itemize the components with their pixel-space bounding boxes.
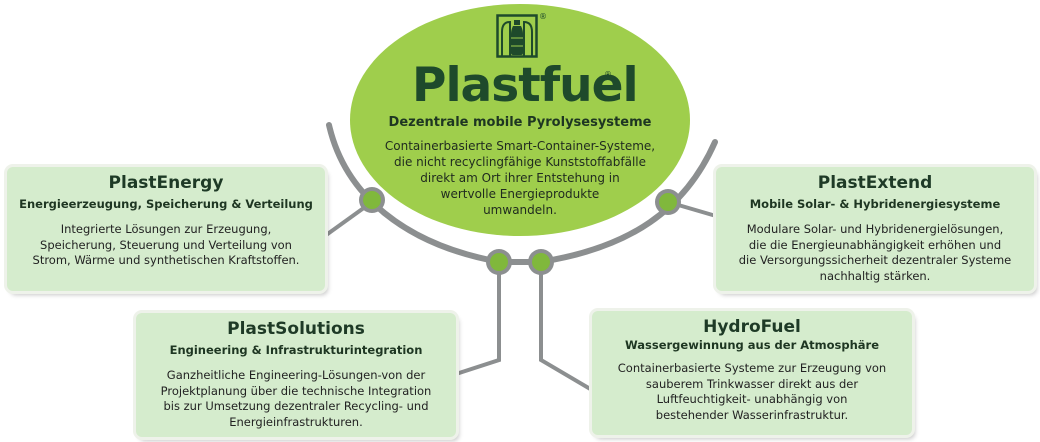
brand-name: Plastfuel [412,58,639,113]
brand-description-line: wertvolle Energieprodukte [440,187,600,201]
module-description: Ganzheitliche Engineering-Lösungen-von d… [142,368,450,430]
module-card-plastsolutions: PlastSolutions Engineering & Infrastrukt… [136,313,456,437]
module-title: PlastExtend [817,173,933,193]
module-description-line: die die Energieunabhängigkeit erhöhen un… [748,237,1002,252]
connector-node-energy [359,187,385,213]
connector-node-solutions [486,249,512,275]
brand-description-line: direkt am Ort ihrer Entstehung in [420,171,620,185]
module-description-line: Containerbasierte Systeme zur Erzeugung … [617,361,887,375]
module-description-line: Strom, Wärme und synthetischen Kraftstof… [32,253,300,267]
module-description-line: nachhaltig stärken. [819,268,931,283]
module-description-line: Integrierte Lösungen zur Erzeugung, [60,222,272,236]
connector-node-extend [655,189,681,215]
connector-line-solutions [455,266,501,376]
module-title: PlastEnergy [108,173,224,193]
brand-description-line: Containerbasierte Smart-Container-System… [384,139,656,153]
module-description-line: Modulare Solar- und Hybridenergielösunge… [746,222,1004,236]
connector-line-hydro [539,266,594,392]
brand-description: Containerbasierte Smart-Container-System… [355,138,685,218]
module-description-line: bis zur Umsetzung dezentraler Recycling-… [163,399,429,413]
module-card-plastextend: PlastExtend Mobile Solar- & Hybridenergi… [716,167,1034,291]
module-subtitle: Energieerzeugung, Speicherung & Verteilu… [19,197,313,211]
module-description-line: Speicherung, Steuerung und Verteilung vo… [40,237,292,252]
module-description-line: Projektplanung über die technische Integ… [160,383,432,398]
center-ellipse [350,4,690,236]
module-description: Integrierte Lösungen zur Erzeugung, Spei… [13,222,319,269]
module-title: HydroFuel [703,317,801,337]
registered-mark-logo: ® [539,12,547,21]
module-description: Modulare Solar- und Hybridenergielösunge… [722,222,1028,284]
module-subtitle: Wassergewinnung aus der Atmosphäre [624,338,880,352]
module-subtitle: Mobile Solar- & Hybridenergiesysteme [749,197,1001,211]
module-description-line: sauberem Trinkwasser direkt aus der [645,376,859,391]
registered-mark-brand: ® [604,70,612,79]
bottle-icon [496,14,538,58]
module-card-hydrofuel: HydroFuel Wassergewinnung aus der Atmosp… [592,311,912,435]
module-title: PlastSolutions [227,319,365,339]
brand-description-line: umwandeln. [483,203,557,217]
module-description-line: die Versorgungssicherheit dezentraler Sy… [738,253,1012,267]
module-description-line: Ganzheitliche Engineering-Lösungen-von d… [166,368,426,382]
brand-description-line: die nicht recyclingfähige Kunststoffabfä… [394,155,646,169]
connector-node-hydro [528,249,554,275]
brand-subtitle: Dezentrale mobile Pyrolysesysteme [388,115,652,130]
module-subtitle: Engineering & Infrastrukturintegration [169,343,423,357]
module-description: Containerbasierte Systeme zur Erzeugung … [598,361,906,423]
module-card-plastenergy: PlastEnergy Energieerzeugung, Speicherun… [7,167,325,291]
module-description-line: Luftfeuchtigkeit- unabhängig von [656,392,848,406]
module-description-line: Energieinfrastrukturen. [229,414,363,429]
module-description-line: bestehender Wasserinfrastruktur. [655,407,849,422]
